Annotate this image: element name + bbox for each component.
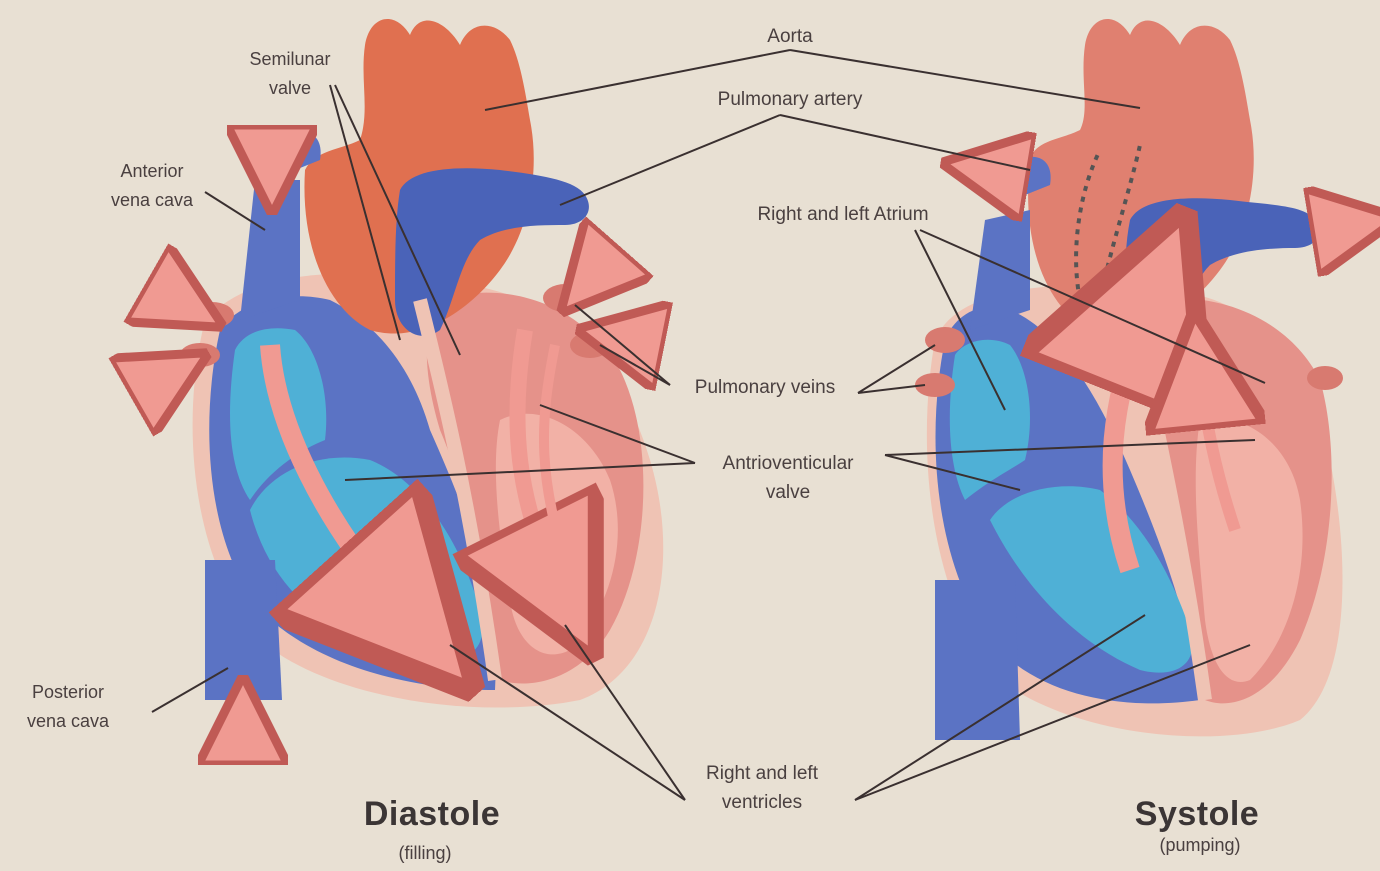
systole-exit-arrow bbox=[985, 170, 1015, 175]
leader-pulmonary-artery bbox=[560, 115, 780, 205]
label-pulmonary-veins: Pulmonary veins bbox=[695, 373, 835, 402]
diastole-entry-arrow bbox=[590, 255, 612, 280]
label-pulmonary-artery: Pulmonary artery bbox=[718, 85, 863, 114]
leader-pulmonary-artery bbox=[780, 115, 1030, 170]
diastole-pulmonary-vein-stub bbox=[570, 332, 610, 358]
label-av-valve: Antrioventicular valve bbox=[723, 449, 854, 507]
label-aorta: Aorta bbox=[767, 22, 812, 51]
systole-posterior-vena-cava bbox=[935, 580, 1020, 740]
diastole-entry-arrow bbox=[135, 375, 170, 395]
diastole-pulmonary-vein-stub bbox=[180, 343, 220, 367]
diastole-pulmonary-vein-stub bbox=[543, 284, 587, 312]
systole-title: Systole bbox=[1135, 795, 1259, 834]
diastole-subtitle: (filling) bbox=[398, 843, 451, 864]
systole-anterior-vena-cava bbox=[970, 210, 1030, 330]
diastole-pulmonary-vein-stub bbox=[190, 302, 234, 328]
systole-heart bbox=[915, 19, 1355, 740]
diastole-title: Diastole bbox=[364, 795, 500, 834]
diastole-heart bbox=[135, 19, 663, 760]
diastole-anterior-vena-cava bbox=[240, 180, 300, 320]
label-ventricles: Right and left ventricles bbox=[706, 759, 818, 817]
label-semilunar-valve: Semilunar valve bbox=[249, 45, 330, 103]
diastole-entry-arrow bbox=[620, 338, 655, 345]
label-right-left-atrium: Right and left Atrium bbox=[757, 200, 928, 229]
systole-pulmonary-vein-stub bbox=[1307, 366, 1343, 390]
label-posterior-vena-cava: Posterior vena cava bbox=[27, 678, 109, 736]
diastole-posterior-vena-cava bbox=[205, 560, 282, 700]
systole-pulmonary-vein-stub bbox=[925, 327, 965, 353]
label-anterior-vena-cava: Anterior vena cava bbox=[111, 157, 193, 215]
diastole-entry-arrow bbox=[150, 285, 185, 305]
systole-exit-arrow bbox=[1325, 225, 1355, 230]
systole-subtitle: (pumping) bbox=[1159, 835, 1240, 856]
